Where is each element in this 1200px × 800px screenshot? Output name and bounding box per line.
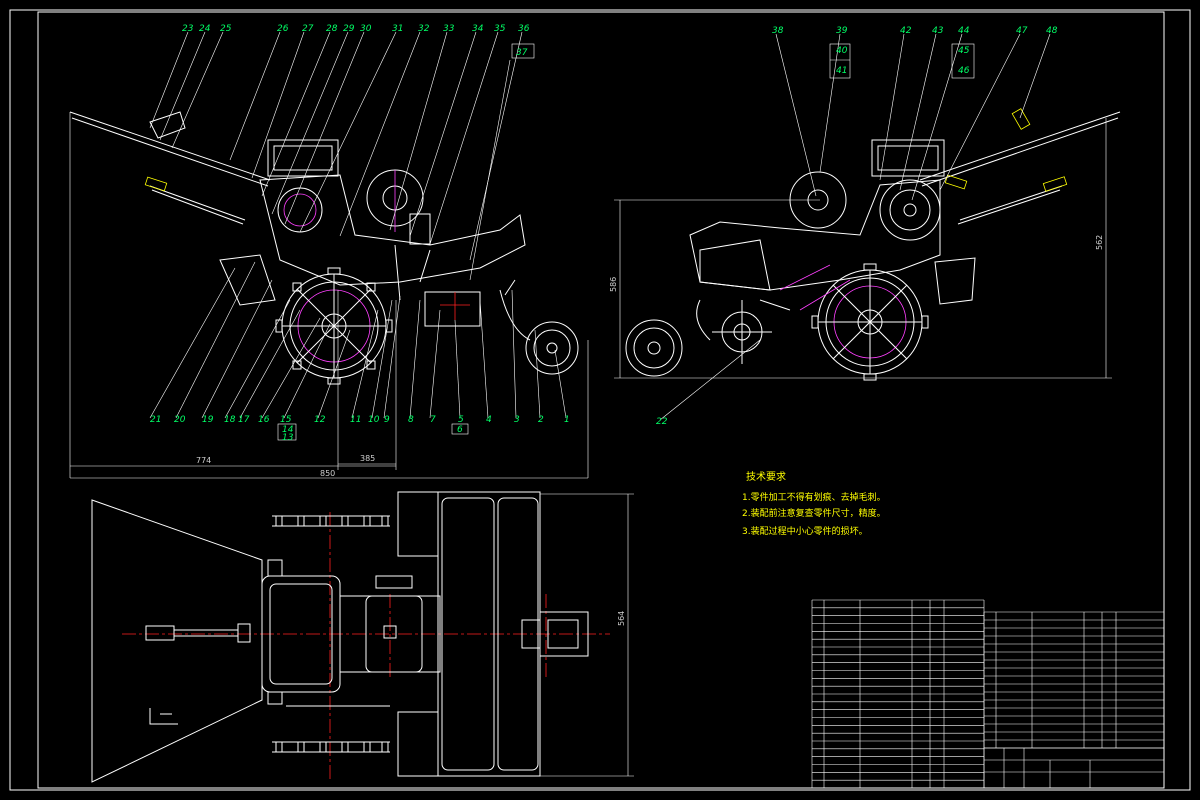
balloon-label: 6	[457, 425, 463, 435]
balloon-label: 38	[772, 26, 784, 36]
balloon-label: 10	[368, 415, 380, 425]
dimension-label: 774	[196, 456, 211, 465]
balloon-label: 44	[958, 26, 970, 36]
dimension-label: 385	[360, 454, 375, 463]
balloon-label: 1	[564, 415, 570, 425]
balloon-label: 4	[486, 415, 492, 425]
top-view	[91, 491, 634, 783]
technical-requirements: 技术要求 1.零件加工不得有划痕、去掉毛刺。 2.装配前注意复查零件尺寸，精度。…	[742, 470, 886, 537]
requirements-title: 技术要求	[746, 470, 786, 483]
balloon-label: 26	[277, 24, 289, 34]
balloon-label: 23	[182, 24, 194, 34]
dimension-label: 850	[320, 469, 335, 478]
left-side-view	[69, 31, 589, 479]
balloon-label: 19	[202, 415, 214, 425]
balloon-label: 31	[392, 24, 403, 34]
balloon-label: 5	[458, 415, 464, 425]
balloon-label: 8	[408, 415, 414, 425]
balloon-label: 36	[518, 24, 530, 34]
balloon-label: 34	[472, 24, 484, 34]
left-view-top-balloons: 23 24 25 26 27 28 29 30 31 32 33 34 35 3…	[182, 24, 530, 58]
balloon-label: 37	[516, 48, 528, 58]
balloon-label: 39	[836, 26, 848, 36]
balloon-label: 32	[418, 24, 430, 34]
requirement-item: 1.零件加工不得有划痕、去掉毛刺。	[742, 491, 886, 503]
balloon-label: 14	[282, 425, 294, 435]
balloon-label: 28	[326, 24, 338, 34]
right-view-dimensions: 586 562	[609, 235, 1104, 292]
balloon-label: 12	[314, 415, 326, 425]
dimension-label: 586	[609, 277, 618, 292]
balloon-label: 29	[343, 24, 355, 34]
balloon-label: 27	[302, 24, 314, 34]
balloon-label: 22	[656, 417, 668, 427]
title-block	[983, 747, 1165, 789]
balloon-label: 42	[900, 26, 912, 36]
balloon-label: 2	[538, 415, 544, 425]
balloon-label: 20	[174, 415, 186, 425]
balloon-label: 46	[958, 66, 970, 76]
balloon-label: 48	[1046, 26, 1058, 36]
balloon-label: 47	[1016, 26, 1028, 36]
balloon-label: 30	[360, 24, 372, 34]
dimension-label: 564	[617, 611, 626, 626]
left-view-dimensions: 774 385 850	[196, 454, 375, 478]
balloon-label: 16	[258, 415, 270, 425]
inner-frame	[37, 11, 1165, 789]
balloon-label: 15	[280, 415, 292, 425]
balloon-label: 7	[430, 415, 436, 425]
right-side-view	[614, 33, 1121, 421]
requirement-item: 2.装配前注意复查零件尺寸，精度。	[742, 507, 886, 519]
dimension-label: 562	[1095, 235, 1104, 250]
balloon-label: 11	[350, 415, 361, 425]
balloon-label: 25	[220, 24, 232, 34]
balloon-label: 24	[199, 24, 211, 34]
balloon-label: 43	[932, 26, 944, 36]
left-view-bottom-balloons: 21 20 19 18 17 16 15 12 11 10 9 8 7 5 4 …	[150, 415, 570, 443]
balloon-label: 21	[150, 415, 161, 425]
balloon-label: 13	[282, 433, 294, 443]
balloon-label: 3	[514, 415, 520, 425]
right-view-balloons: 38 39 40 41 42 43 44 45 46 47 48 22	[656, 26, 1058, 427]
balloon-label: 35	[494, 24, 506, 34]
balloon-label: 18	[224, 415, 236, 425]
balloon-label: 40	[836, 46, 848, 56]
balloon-label: 45	[958, 46, 970, 56]
balloon-label: 33	[443, 24, 455, 34]
balloon-label: 17	[238, 415, 250, 425]
requirement-item: 3.装配过程中小心零件的损坏。	[742, 525, 868, 537]
balloon-label: 9	[384, 415, 390, 425]
balloon-label: 41	[836, 66, 847, 76]
outer-frame	[9, 9, 1191, 791]
